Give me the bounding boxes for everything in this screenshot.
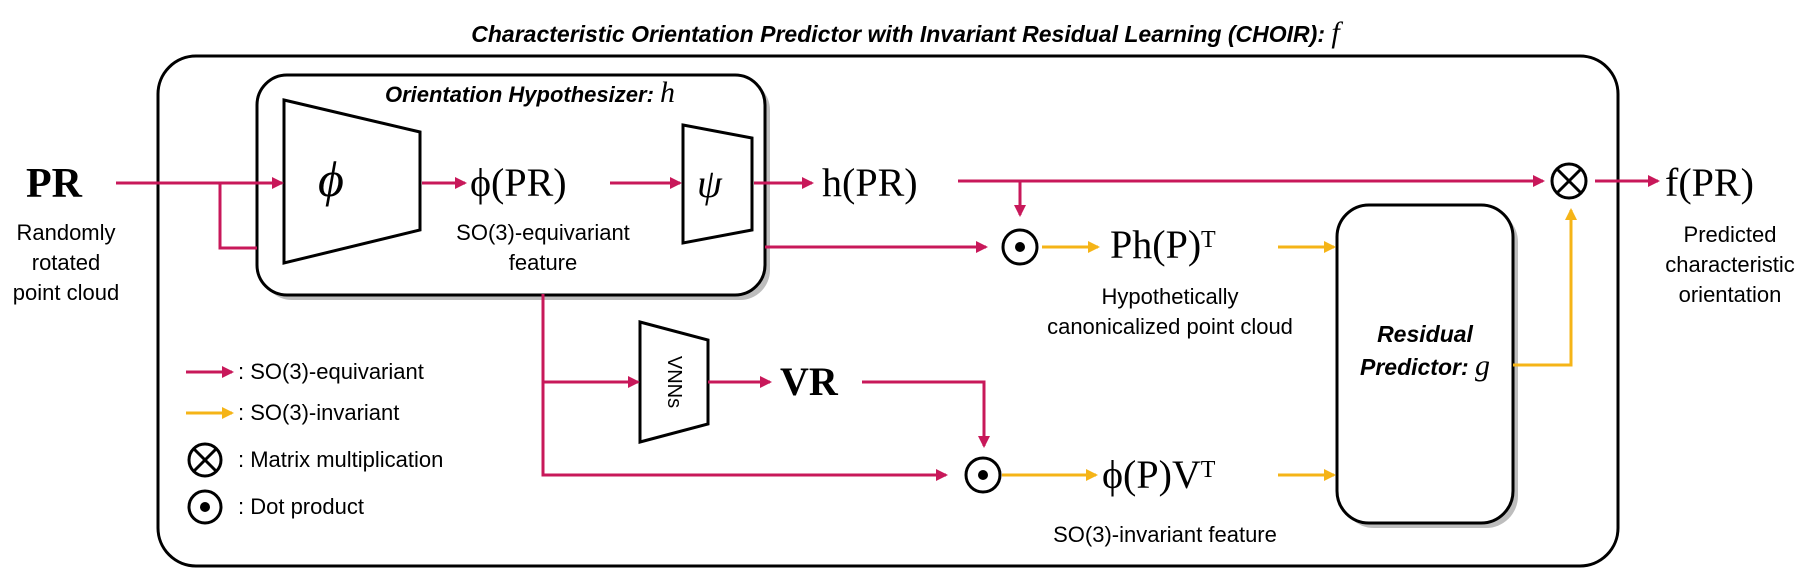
hypothesizer-title: Orientation Hypothesizer: h: [384, 76, 676, 109]
residual-predictor-label: Residual Predictor: g: [1359, 321, 1491, 382]
vnns-module: [638, 320, 710, 444]
vr: VR: [780, 359, 838, 404]
dot-operator-1: [1001, 228, 1039, 266]
legend-equivariant-label: : SO(3)-equivariant: [238, 359, 424, 384]
phi-symbol: ϕ: [318, 151, 344, 207]
phi-p-v-transpose: ϕ(P)Vᵀ: [1102, 452, 1216, 497]
legend-dot-icon: [187, 489, 223, 525]
arrow-residual-to-matmul: [1513, 208, 1577, 367]
h-pr: h(PR): [822, 160, 918, 205]
matmul-operator: [1550, 162, 1588, 200]
feature-branch-path: [541, 294, 948, 481]
ph-transpose: Ph(P)ᵀ: [1110, 222, 1216, 267]
legend-matmul-icon: [187, 442, 223, 478]
psi-module: [681, 123, 754, 245]
dot-operator-2: [964, 456, 1002, 494]
output-f-pr: f(PR): [1665, 160, 1754, 205]
arrow-vr-to-dot2: [862, 380, 990, 448]
diagram-title: Characteristic Orientation Predictor wit…: [471, 16, 1340, 49]
equivariant-feature-caption: SO(3)-equivariant feature: [456, 220, 630, 275]
canonicalized-caption: Hypothetically canonicalized point cloud: [1047, 284, 1293, 339]
legend-matmul-label: : Matrix multiplication: [238, 447, 444, 472]
residual-predictor-symbol: g: [1475, 349, 1491, 382]
output-caption: Predicted characteristic orientation: [1665, 222, 1795, 307]
phi-module: [282, 98, 422, 265]
vnns-label: VNNs: [663, 355, 685, 409]
hypothesizer-symbol: h: [660, 76, 676, 109]
input-skip-path: [218, 183, 257, 250]
phi-pr-feature: ϕ(PR): [470, 160, 567, 205]
invariant-feature-caption: SO(3)-invariant feature: [1053, 522, 1277, 547]
input-pr: PR: [26, 161, 82, 207]
legend-dot-label: : Dot product: [238, 494, 364, 519]
psi-symbol: ψ: [697, 161, 722, 206]
title-symbol: f: [1331, 16, 1340, 49]
legend-invariant-label: : SO(3)-invariant: [238, 400, 400, 425]
input-caption: Randomly rotated point cloud: [12, 220, 120, 305]
choir-outer-box: [156, 54, 1620, 568]
